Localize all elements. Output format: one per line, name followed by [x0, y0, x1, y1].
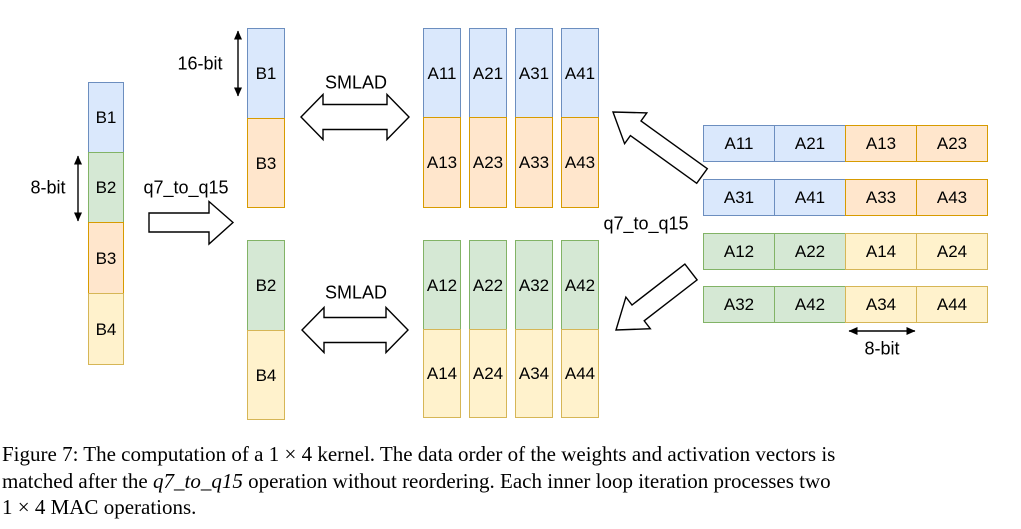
weight-cell: B2 — [88, 152, 124, 223]
smlad-double-arrow-bottom-icon — [301, 305, 409, 355]
activation-col-cell: A21 — [469, 28, 507, 118]
caption-text: matched after the — [2, 468, 153, 493]
bit-width-label-16bit: 16-bit — [177, 53, 223, 74]
caption-line: matched after the q7_to_q15 operation wi… — [2, 468, 1018, 495]
weight-pair-cell: B1 — [247, 28, 285, 119]
activation-col-cell: A12 — [423, 240, 461, 330]
caption-italic-term: q7_to_q15 — [153, 468, 243, 493]
weight-cell: B4 — [88, 293, 124, 365]
weight-pair-cell: B2 — [247, 240, 285, 331]
activation-col-cell: A43 — [561, 117, 599, 208]
activation-row-cell: A11 — [703, 125, 775, 162]
activation-col-cell: A41 — [561, 28, 599, 118]
diagram-arrows-layer — [74, 30, 916, 355]
caption-text: operation without reordering. Each inner… — [242, 468, 831, 493]
activation-row-cell: A41 — [774, 179, 846, 216]
activation-col-cell: A44 — [561, 329, 599, 418]
weight-cell: B1 — [88, 82, 124, 153]
q7-to-q15-diagonal-arrow-down-icon — [615, 263, 699, 331]
bit-width-label-8bit-left: 8-bit — [30, 177, 66, 198]
activation-col-cell: A13 — [423, 117, 461, 208]
caption-line: Figure 7: The computation of a 1 × 4 ker… — [2, 442, 836, 466]
smlad-label-bottom: SMLAD — [324, 282, 388, 303]
activation-col-cell: A24 — [469, 329, 507, 418]
activation-col-cell: A11 — [423, 28, 461, 118]
weight-pair-cell: B3 — [247, 118, 285, 208]
activation-row-cell: A23 — [916, 125, 988, 162]
figure-caption: Figure 7: The computation of a 1 × 4 ker… — [2, 441, 1018, 521]
activation-row-cell: A13 — [845, 125, 917, 162]
weight-pair-cell: B4 — [247, 330, 285, 420]
activation-row-cell: A24 — [916, 233, 988, 270]
q7-to-q15-diagonal-arrow-up-icon — [611, 111, 709, 185]
activation-row-cell: A33 — [845, 179, 917, 216]
activation-col-cell: A32 — [515, 240, 553, 330]
activation-row-cell: A14 — [845, 233, 917, 270]
activation-col-cell: A42 — [561, 240, 599, 330]
weight-cell: B3 — [88, 222, 124, 294]
caption-line: 1 × 4 MAC operations. — [2, 495, 197, 519]
activation-row-cell: A34 — [845, 286, 917, 323]
activation-row-cell: A31 — [703, 179, 775, 216]
activation-row-cell: A22 — [774, 233, 846, 270]
activation-row-cell: A44 — [916, 286, 988, 323]
activation-col-cell: A23 — [469, 117, 507, 208]
bit-width-label-8bit-right: 8-bit — [864, 338, 900, 359]
q7-to-q15-label-left: q7_to_q15 — [143, 177, 229, 198]
q7-to-q15-block-arrow-left-icon — [148, 199, 235, 246]
activation-row-cell: A12 — [703, 233, 775, 270]
smlad-double-arrow-top-icon — [300, 92, 410, 142]
smlad-label-top: SMLAD — [324, 72, 388, 93]
activation-row-cell: A43 — [916, 179, 988, 216]
activation-row-cell: A42 — [774, 286, 846, 323]
activation-col-cell: A33 — [515, 117, 553, 208]
activation-row-cell: A21 — [774, 125, 846, 162]
activation-col-cell: A22 — [469, 240, 507, 330]
activation-col-cell: A34 — [515, 329, 553, 418]
activation-col-cell: A31 — [515, 28, 553, 118]
q7-to-q15-label-right: q7_to_q15 — [603, 213, 689, 234]
activation-row-cell: A32 — [703, 286, 775, 323]
activation-col-cell: A14 — [423, 329, 461, 418]
